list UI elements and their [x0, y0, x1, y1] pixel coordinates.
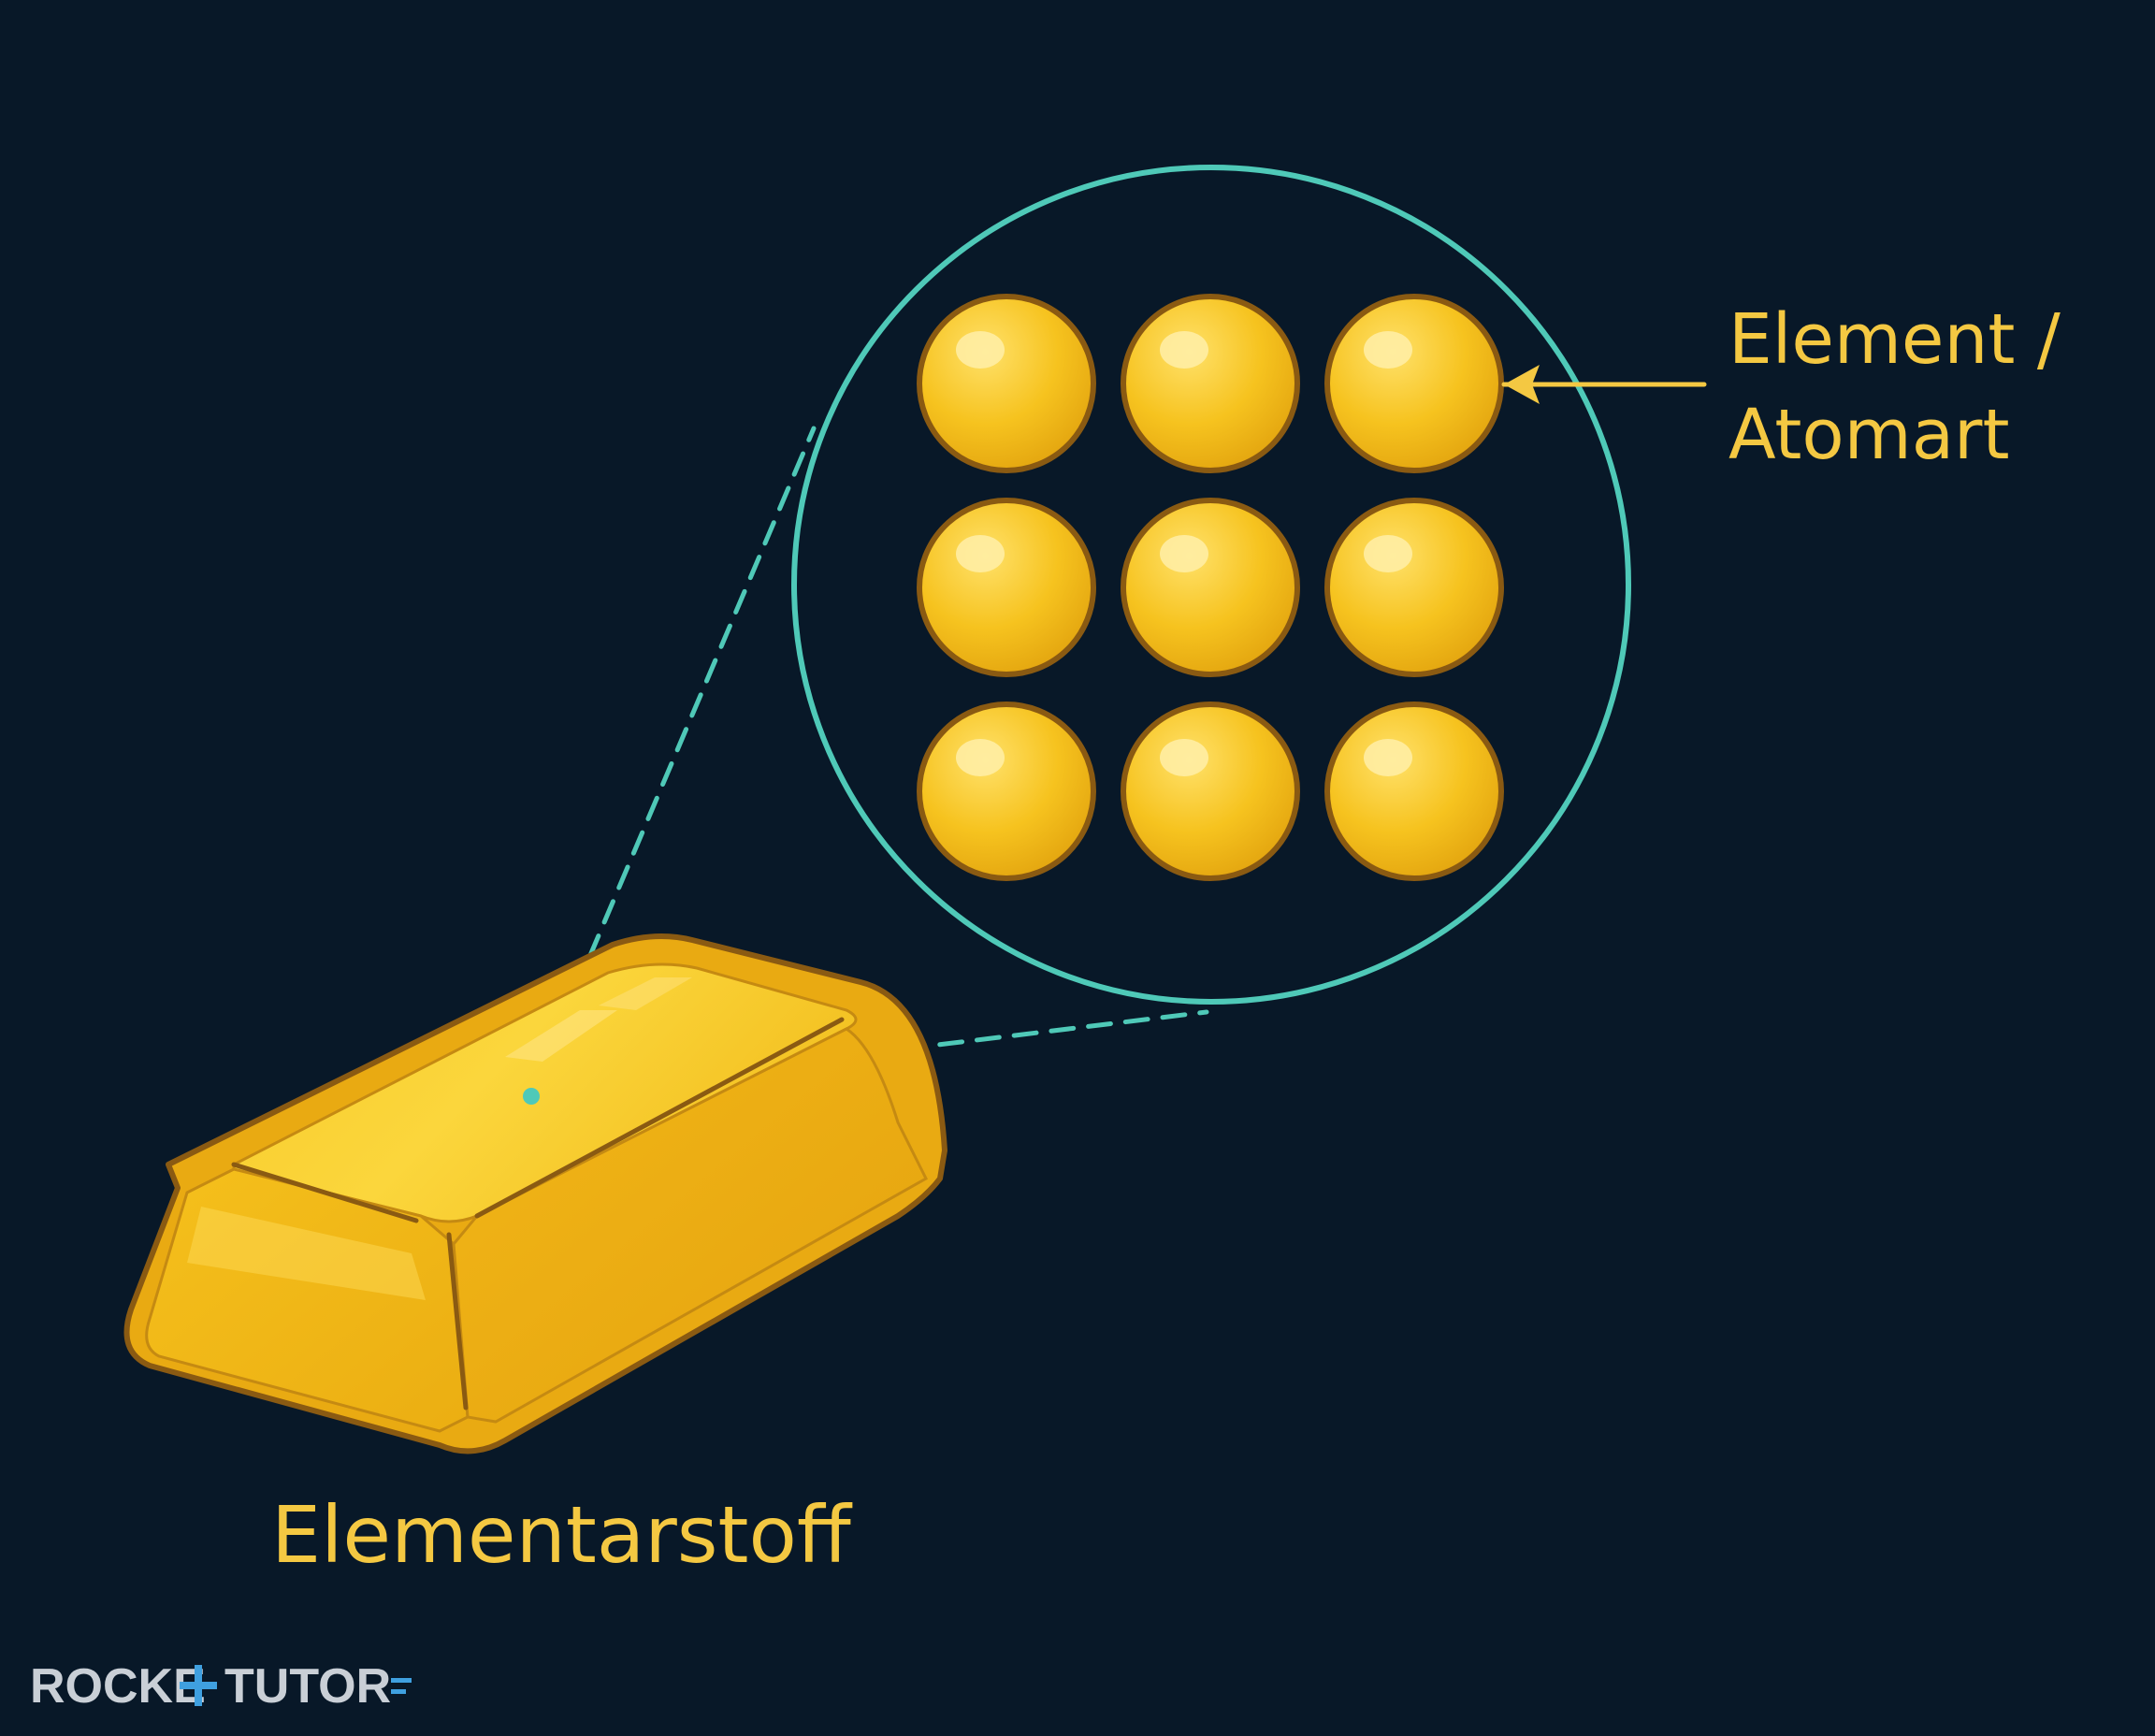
atom-sphere-icon	[1324, 702, 1504, 881]
rocket-tutor-logo: ROCKE TUTOR	[30, 1659, 412, 1714]
atom-sphere-icon	[917, 294, 1096, 473]
bar-label: Elementarstoff	[271, 1489, 853, 1581]
atom-sphere-icon	[1324, 294, 1504, 473]
atom-sphere-icon	[1121, 702, 1300, 881]
gold-bar-side	[452, 1027, 928, 1424]
atom-sphere-icon	[917, 498, 1096, 677]
logo-text-right: TUTOR	[224, 1659, 391, 1714]
magnify-circle	[791, 165, 1631, 1005]
bar-edge-line	[231, 1162, 419, 1223]
bar-edge-line	[446, 1232, 469, 1410]
logo-plus-icon	[180, 1665, 217, 1706]
logo-speed-lines-icon	[391, 1678, 412, 1694]
atom-label-line2: Atomart	[1728, 395, 2009, 475]
zoom-origin-dot	[523, 1088, 540, 1105]
gold-bar-top	[232, 962, 858, 1223]
bar-highlight	[505, 1010, 617, 1062]
atom-label-line1: Element /	[1728, 299, 2061, 380]
bar-highlight	[187, 1207, 426, 1300]
bar-edge-line	[474, 1017, 845, 1219]
atom-sphere-icon	[1121, 294, 1300, 473]
atom-sphere-icon	[1121, 498, 1300, 677]
atom-sphere-icon	[917, 702, 1096, 881]
bar-highlight	[599, 977, 692, 1010]
atom-grid	[917, 294, 1504, 881]
atom-sphere-icon	[1324, 498, 1504, 677]
arrow-left-icon	[1501, 365, 1707, 404]
logo-text-left: ROCKE	[30, 1659, 206, 1714]
gold-bar-icon	[123, 933, 947, 1454]
